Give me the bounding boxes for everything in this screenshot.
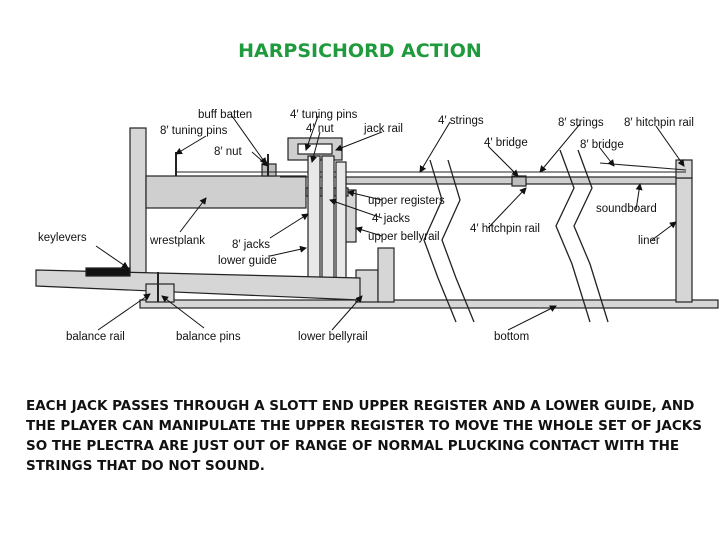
wrestplank-block	[145, 175, 307, 209]
label-bottom: bottom	[494, 331, 529, 343]
label-upper-registers: upper registers	[368, 195, 445, 207]
label-tuning-pins-8: 8′ tuning pins	[160, 125, 228, 137]
jacks	[307, 155, 347, 285]
label-jack-rail: jack rail	[363, 123, 403, 135]
case-front-board	[129, 127, 147, 275]
jack-4b	[335, 161, 347, 283]
balance-rail-block	[145, 283, 175, 303]
leader-lines	[95, 115, 685, 331]
label-liner: liner	[638, 235, 660, 247]
label-buff-batten: buff batten	[198, 109, 252, 121]
label-nut-4: 4′ nut	[306, 123, 335, 135]
label-strings-4: 4′ strings	[438, 115, 484, 127]
jack-4	[321, 155, 335, 285]
bridge-4-block	[511, 175, 527, 187]
label-balance-rail: balance rail	[66, 331, 125, 343]
label-upper-bellyrail: upper bellyrail	[368, 231, 440, 243]
label-hitchpin-rail-4: 4′ hitchpin rail	[470, 223, 540, 235]
keylever	[35, 267, 361, 303]
label-lower-guide: lower guide	[218, 255, 277, 267]
label-tuning-pins-4: 4′ tuning pins	[290, 109, 358, 121]
label-jacks-4: 4′ jacks	[372, 213, 410, 225]
liner-block	[675, 177, 693, 303]
label-wrestplank: wrestplank	[149, 235, 205, 247]
label-lower-bellyrail: lower bellyrail	[298, 331, 368, 343]
lower-bellyrail-post	[377, 247, 395, 303]
page-title: HARPSICHORD ACTION	[238, 40, 482, 62]
label-nut-8: 8′ nut	[214, 146, 243, 158]
case-breaks	[423, 149, 609, 323]
label-balance-pins: balance pins	[176, 331, 241, 343]
label-bridge-4: 4′ bridge	[484, 137, 528, 149]
caption-text: EACH JACK PASSES THROUGH A SLOTT END UPP…	[26, 398, 702, 474]
harpsichord-action-diagram: buff batten 4′ tuning pins 8′ tuning pin…	[35, 109, 719, 343]
key-cover	[85, 267, 131, 277]
case-bottom-board	[139, 299, 719, 309]
label-bridge-8: 8′ bridge	[580, 139, 624, 151]
label-jacks-8: 8′ jacks	[232, 239, 270, 251]
label-soundboard: soundboard	[596, 203, 657, 215]
label-strings-8: 8′ strings	[558, 117, 604, 129]
diagram-labels: buff batten 4′ tuning pins 8′ tuning pin…	[38, 109, 694, 343]
label-hitchpin-rail-8: 8′ hitchpin rail	[624, 117, 694, 129]
label-keylevers: keylevers	[38, 232, 87, 244]
jack-8	[307, 155, 321, 285]
